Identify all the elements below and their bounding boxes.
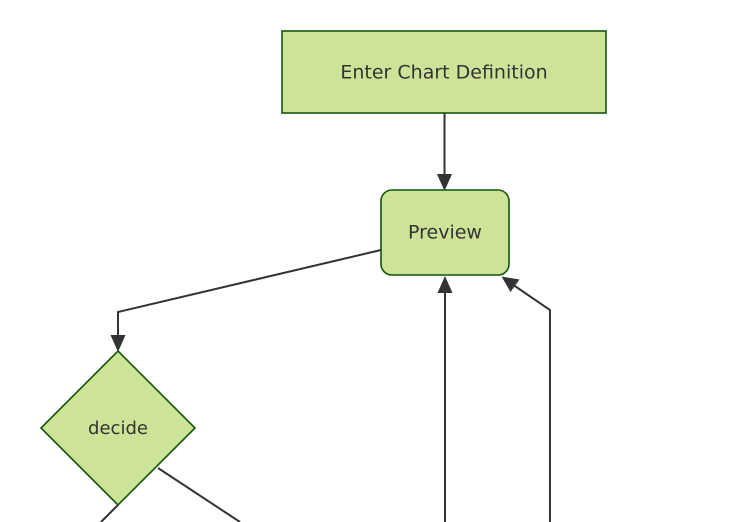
node-label-decide: decide <box>88 418 148 439</box>
arrowhead-icon <box>437 276 453 293</box>
edge-preview-to-decide <box>110 249 382 352</box>
node-shape-diamond <box>39 349 197 507</box>
arrowhead-icon <box>501 276 520 292</box>
edge-bottom-center-to-preview <box>437 276 453 522</box>
edge-bottom-right-to-preview <box>501 276 551 522</box>
node-decide[interactable]: decide <box>39 349 197 507</box>
edge-enter-to-preview <box>437 113 452 191</box>
node-label-enter-chart-definition: Enter Chart Definition <box>340 62 547 84</box>
edge-decide-bottom-out <box>100 504 119 522</box>
node-shape-rectangle <box>281 30 607 114</box>
node-preview[interactable]: Preview <box>380 189 510 276</box>
node-shape-rounded-rectangle <box>380 189 510 276</box>
node-enter-chart-definition[interactable]: Enter Chart Definition <box>281 30 607 114</box>
arrowhead-icon <box>437 174 452 191</box>
edge-decide-right-out <box>157 467 241 522</box>
node-label-preview: Preview <box>408 222 482 244</box>
arrowhead-icon <box>110 335 126 352</box>
